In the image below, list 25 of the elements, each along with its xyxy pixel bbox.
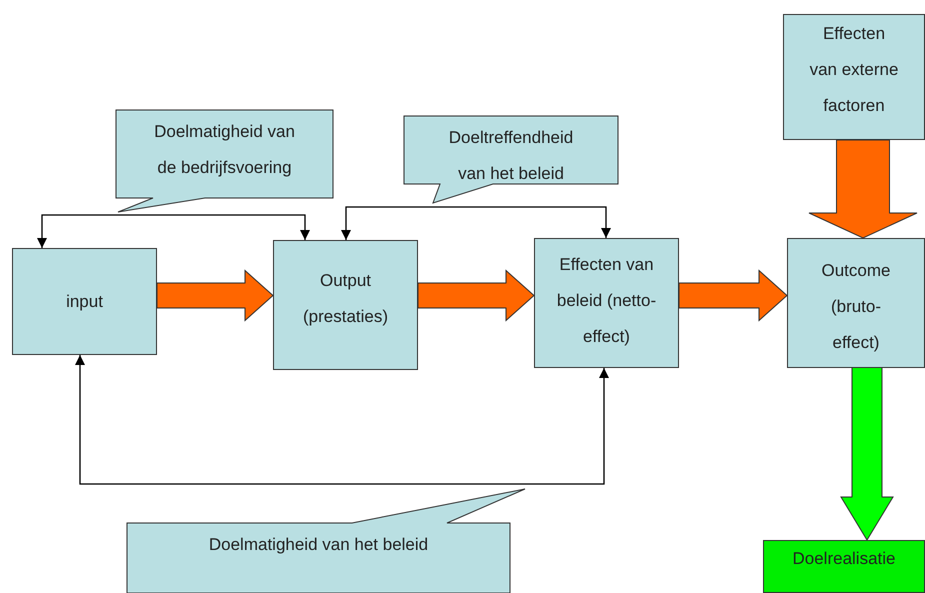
box-label: Doelrealisatie xyxy=(792,548,896,570)
box-label: Output (prestaties) xyxy=(302,270,390,328)
box-label: input xyxy=(66,290,103,312)
connector-arrow xyxy=(75,355,609,485)
connector-arrow xyxy=(37,214,310,248)
process-box xyxy=(12,248,157,355)
block-arrow xyxy=(808,140,918,239)
callout-text: Doelmatigheid van de bedrijfsvoering xyxy=(153,121,296,179)
process-box xyxy=(273,240,418,370)
speech-callout xyxy=(404,116,618,203)
callout-text: Doelmatigheid van het beleid xyxy=(208,534,428,556)
speech-callout xyxy=(116,110,333,212)
box-label: Effecten van externe factoren xyxy=(808,23,900,117)
block-arrow xyxy=(418,269,535,322)
speech-callout xyxy=(127,489,525,593)
process-box xyxy=(534,238,679,368)
block-arrow xyxy=(156,269,274,322)
process-box xyxy=(787,238,925,368)
box-label: Effecten van beleid (netto-effect) xyxy=(556,254,658,348)
box-label: Outcome (bruto- effect) xyxy=(820,260,892,354)
goal-box xyxy=(763,540,925,593)
callout-text: Doeltreffendheid van het beleid xyxy=(448,127,574,184)
block-arrow xyxy=(678,269,788,322)
process-box xyxy=(783,14,925,140)
connector-arrow xyxy=(341,206,611,240)
